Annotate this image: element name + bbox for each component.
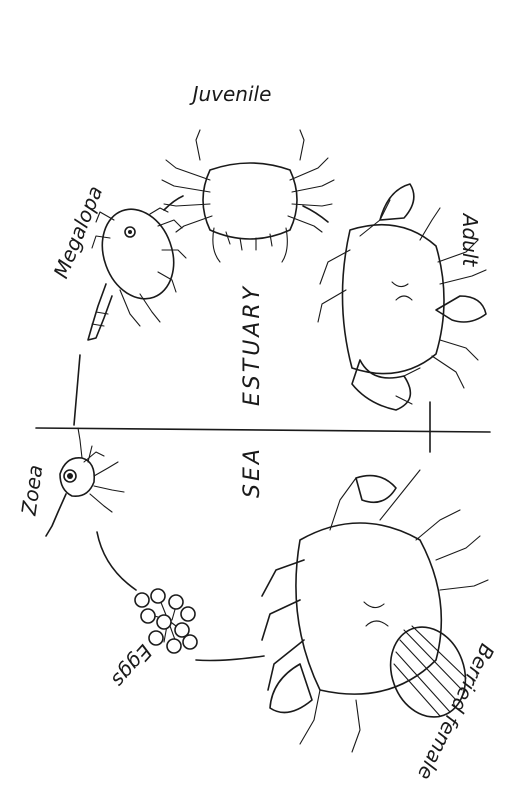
megalopa-drawing (88, 199, 186, 340)
juvenile-label: Juvenile (193, 84, 272, 104)
sea-zone-label: SEA (242, 446, 264, 498)
arc-megalopa-juvenile (164, 196, 183, 210)
arc-megalopa-zoea (74, 355, 80, 425)
estuary-zone-label: ESTUARY (242, 284, 264, 406)
sea-estuary-boundary-line (36, 428, 490, 432)
zoea-drawing (46, 428, 124, 536)
juvenile-crab-drawing (162, 130, 334, 262)
eggs-drawing (135, 589, 197, 653)
adult-label: Adult (460, 214, 480, 266)
arc-eggs-female (196, 656, 264, 661)
arc-zoea-eggs (97, 532, 136, 590)
zoea-label: Zoea (19, 464, 46, 517)
arc-juvenile-adult (303, 206, 328, 222)
